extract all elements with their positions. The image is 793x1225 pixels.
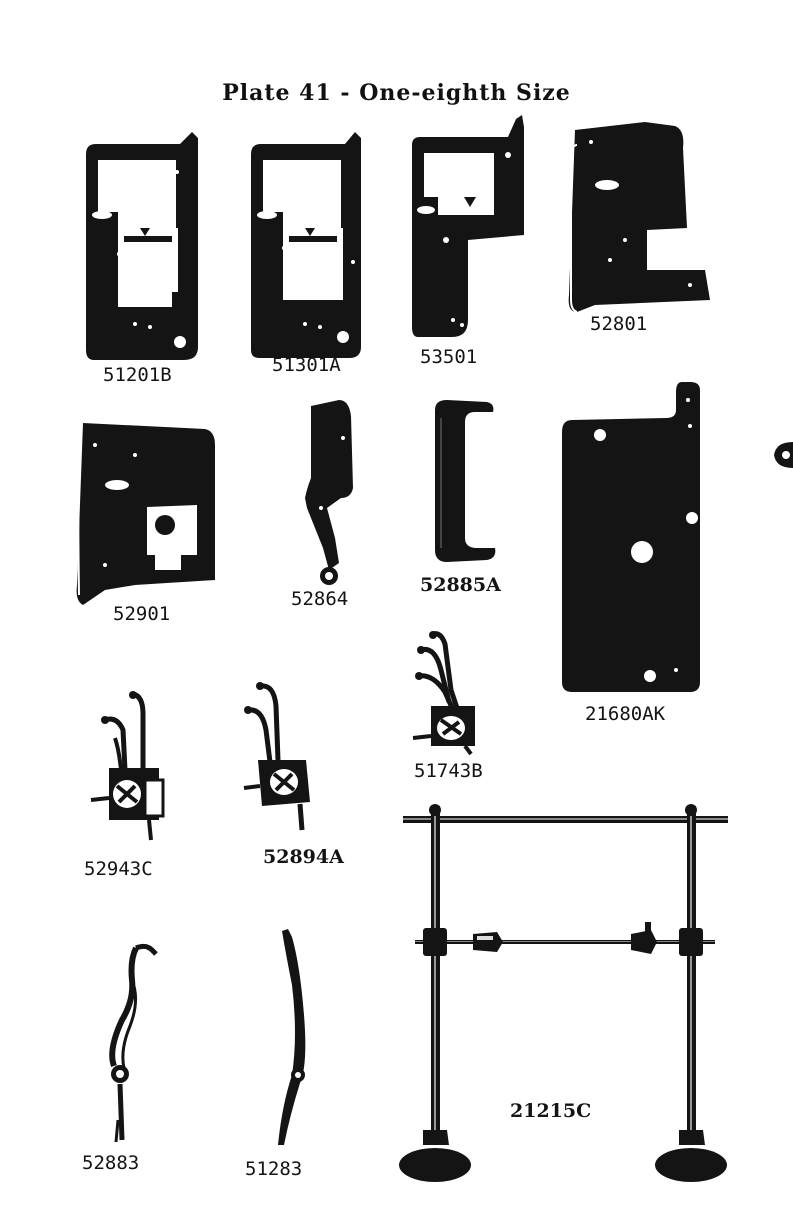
part-21680ak-image bbox=[560, 380, 710, 695]
part-label: 21680AK bbox=[585, 703, 665, 725]
part-label: 52801 bbox=[590, 313, 647, 335]
part-51743b-image bbox=[405, 630, 505, 760]
part-label: 51301A bbox=[272, 354, 341, 376]
part-label: 21215C bbox=[510, 1100, 591, 1122]
part-label: 53501 bbox=[420, 346, 477, 368]
part-51201b-image bbox=[80, 132, 205, 372]
part-52901-image bbox=[75, 415, 235, 615]
part-label: 52883 bbox=[82, 1152, 139, 1174]
part-52801-image bbox=[565, 120, 715, 320]
part-52883-image bbox=[100, 940, 170, 1150]
part-52864-image bbox=[295, 398, 365, 588]
edge-mark-icon bbox=[772, 440, 793, 470]
part-label: 51201B bbox=[103, 364, 172, 386]
plate-title: Plate 41 - One-eighth Size bbox=[0, 80, 793, 106]
part-label: 51743B bbox=[414, 760, 483, 782]
part-21215c-image bbox=[395, 800, 735, 1185]
part-label: 52864 bbox=[291, 588, 348, 610]
part-51283-image bbox=[268, 925, 328, 1155]
part-label: 51283 bbox=[245, 1158, 302, 1180]
part-52894a-image bbox=[240, 680, 330, 840]
part-label: 52894A bbox=[263, 846, 344, 868]
part-52943c-image bbox=[85, 690, 185, 850]
part-label: 52943C bbox=[84, 858, 153, 880]
part-label: 52901 bbox=[113, 603, 170, 625]
part-53501-image bbox=[408, 115, 533, 355]
part-52885a-image bbox=[425, 398, 505, 568]
part-label: 52885A bbox=[420, 574, 501, 596]
part-51301a-image bbox=[245, 132, 370, 372]
